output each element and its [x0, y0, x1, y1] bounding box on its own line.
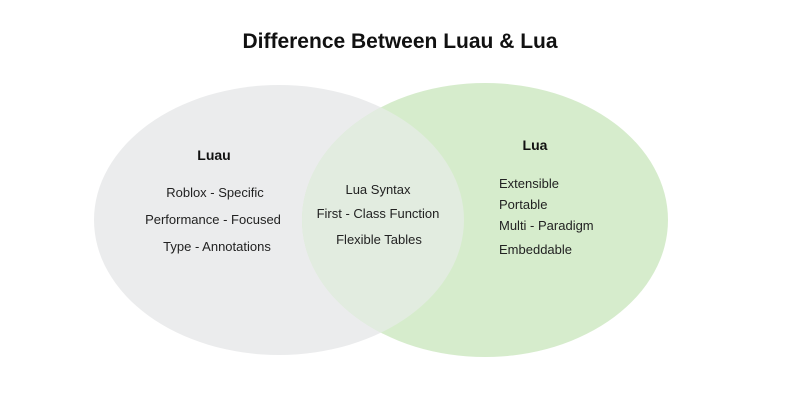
shared-item: First - Class Function — [317, 206, 440, 221]
luau-item: Roblox - Specific — [166, 185, 264, 200]
lua-item: Portable — [499, 197, 547, 212]
diagram-title: Difference Between Luau & Lua — [242, 30, 557, 53]
shared-item: Flexible Tables — [336, 232, 422, 247]
lua-heading: Lua — [523, 137, 548, 153]
lua-item: Multi - Paradigm — [499, 218, 594, 233]
overlap-region — [302, 85, 464, 355]
luau-item: Type - Annotations — [163, 239, 271, 254]
lua-item: Embeddable — [499, 242, 572, 257]
luau-item: Performance - Focused — [145, 212, 281, 227]
shared-item: Lua Syntax — [345, 182, 411, 197]
lua-item: Extensible — [499, 176, 559, 191]
luau-heading: Luau — [197, 147, 230, 163]
